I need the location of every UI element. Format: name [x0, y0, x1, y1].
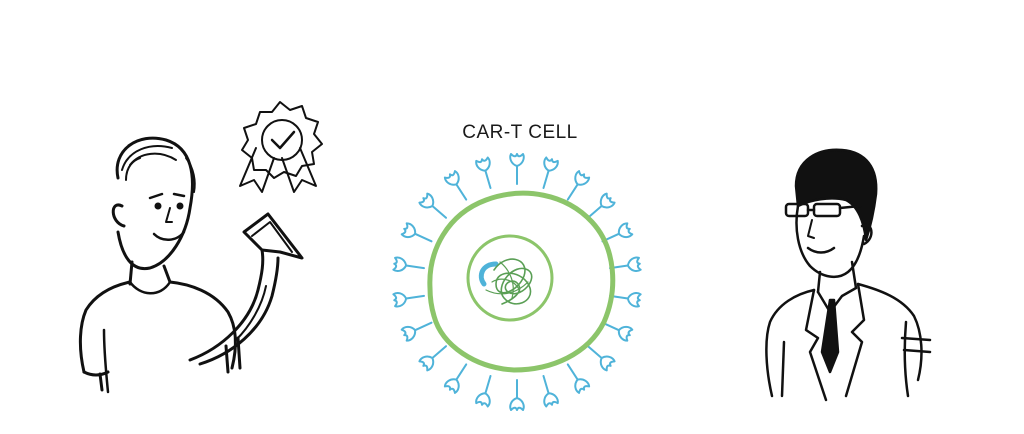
- receptor-icon: [475, 375, 492, 408]
- receptor-icon: [392, 256, 425, 273]
- receptor-icon: [475, 156, 492, 189]
- receptor-icon: [418, 345, 447, 372]
- upward-arrow-icon: [188, 212, 304, 374]
- patient-figure: [78, 136, 237, 394]
- cell-title: CAR-T CELL: [462, 122, 578, 143]
- receptor-icon: [443, 363, 468, 394]
- receptor-icon: [400, 222, 433, 243]
- car-t-cell: [392, 153, 642, 411]
- award-ribbon-icon: [239, 101, 323, 193]
- receptor-icon: [566, 170, 591, 201]
- receptor-icon: [542, 156, 559, 189]
- receptor-icon: [587, 192, 616, 219]
- doctor-figure: [765, 148, 932, 402]
- receptor-icon: [509, 153, 525, 185]
- cell-membrane: [427, 190, 616, 373]
- receptor-icon: [609, 291, 642, 308]
- receptor-icon: [542, 375, 559, 408]
- receptor-icon: [601, 321, 634, 342]
- nucleus-marker: [478, 261, 499, 287]
- receptor-icon: [400, 321, 433, 342]
- receptor-icon: [509, 379, 525, 411]
- receptor-icon: [443, 170, 468, 201]
- receptor-icon: [418, 192, 447, 219]
- receptor-icon: [587, 345, 616, 372]
- cell-nucleus: [466, 234, 554, 322]
- receptor-icon: [601, 222, 634, 243]
- receptor-icon: [566, 363, 591, 394]
- receptor-icon: [392, 291, 425, 308]
